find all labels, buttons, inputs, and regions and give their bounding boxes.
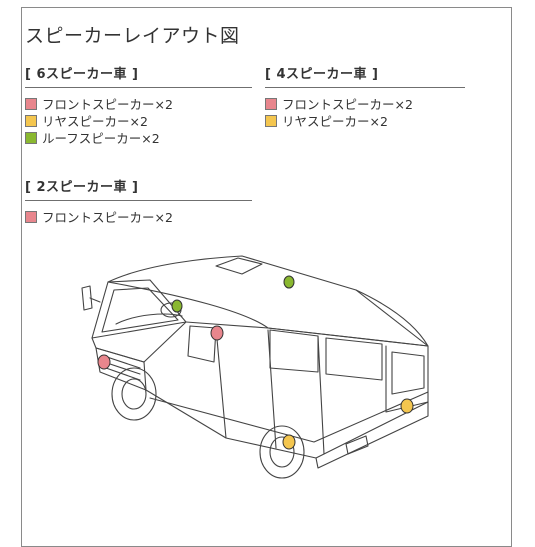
rear-window [391, 351, 425, 395]
legend-label: ルーフスピーカー×2 [42, 131, 160, 146]
section-heading: [ 2スピーカー車 ] [25, 176, 252, 201]
rear-speaker-marker-left [282, 434, 296, 450]
van-roof [107, 255, 429, 347]
legend-label: フロントスピーカー×2 [42, 210, 173, 225]
side-window-front [187, 325, 217, 363]
legend-item: フロントスピーカー×2 [265, 95, 465, 112]
front-speaker-swatch [25, 210, 37, 223]
roof-speaker-swatch [25, 131, 37, 144]
front-speaker-swatch [25, 97, 37, 110]
dashboard [115, 313, 183, 325]
side-mirror [81, 285, 101, 311]
legend-item: リヤスピーカー×2 [25, 112, 252, 129]
section-heading: [ 6スピーカー車 ] [25, 63, 252, 88]
roof-speaker-marker-right [283, 275, 295, 289]
rear-wheel [259, 425, 305, 479]
van-rear-face [355, 289, 429, 413]
legend-item: ルーフスピーカー×2 [25, 129, 252, 146]
section-6-speaker: [ 6スピーカー車 ] フロントスピーカー×2 リヤスピーカー×2 ルーフスピー… [25, 63, 252, 146]
legend-item: リヤスピーカー×2 [265, 112, 465, 129]
roof-speaker-marker-left [171, 299, 183, 313]
front-speaker-marker-right [210, 325, 224, 341]
legend-item: フロントスピーカー×2 [25, 208, 252, 225]
van-roof-window [215, 257, 263, 275]
front-wheel [111, 367, 157, 421]
legend-label: フロントスピーカー×2 [282, 97, 413, 112]
rear-speaker-marker-right [400, 398, 414, 414]
legend-label: リヤスピーカー×2 [42, 114, 148, 129]
section-4-speaker: [ 4スピーカー車 ] フロントスピーカー×2 リヤスピーカー×2 [265, 63, 465, 129]
side-trim [149, 391, 429, 443]
legend-label: リヤスピーカー×2 [282, 114, 388, 129]
side-window-rear [325, 337, 383, 381]
rear-bumper [315, 401, 429, 469]
license-plate [345, 435, 369, 455]
front-wheel-hub [121, 378, 147, 410]
page-title: スピーカーレイアウト図 [25, 25, 240, 47]
van-illustration [81, 255, 429, 479]
section-2-speaker: [ 2スピーカー車 ] フロントスピーカー×2 [25, 176, 252, 225]
legend-item: フロントスピーカー×2 [25, 95, 252, 112]
side-window-middle [269, 329, 319, 373]
rear-wheel-hub [269, 436, 295, 468]
rear-speaker-swatch [25, 114, 37, 127]
van-windshield-inner [101, 287, 179, 333]
rear-speaker-swatch [265, 114, 277, 127]
section-heading: [ 4スピーカー車 ] [265, 63, 465, 88]
front-speaker-swatch [265, 97, 277, 110]
speaker-layout-card [21, 7, 512, 547]
front-speaker-marker-left [97, 354, 111, 370]
legend-label: フロントスピーカー×2 [42, 97, 173, 112]
door-line [215, 327, 325, 455]
